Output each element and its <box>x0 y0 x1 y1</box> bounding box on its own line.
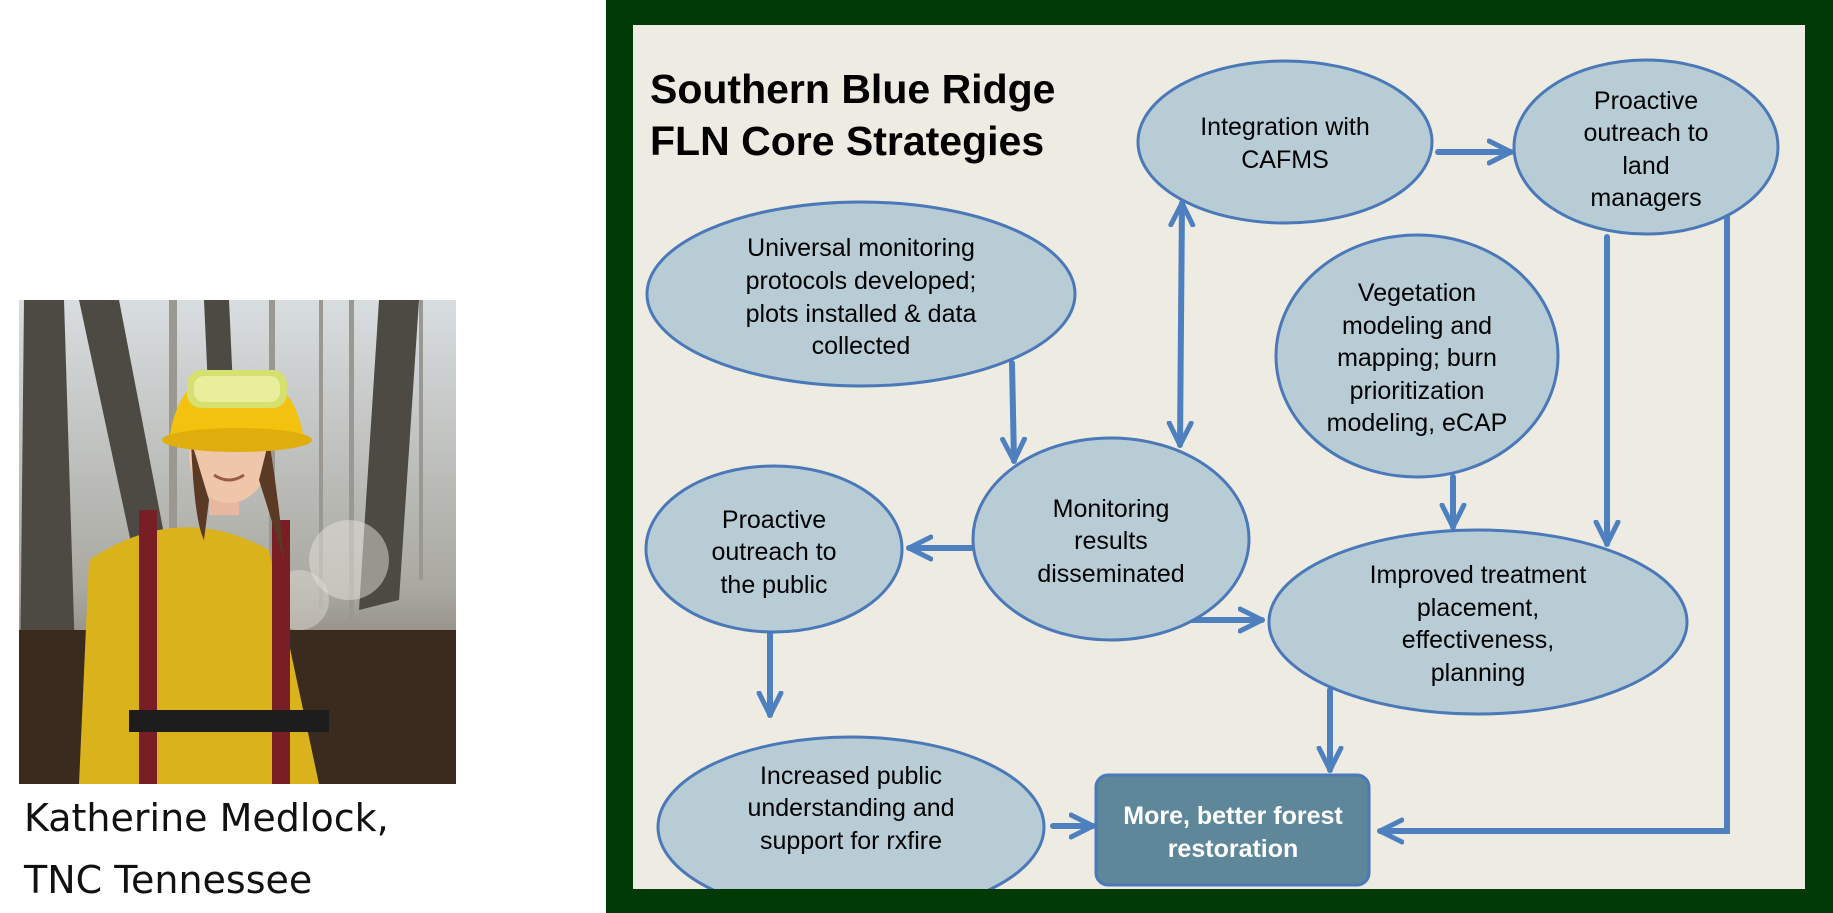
node-public-outreach-line-3: the public <box>720 571 827 599</box>
node-treatment-line-1: Improved treatment <box>1370 561 1587 589</box>
diagram-title-line2: FLN Core Strategies <box>650 118 1044 164</box>
node-understanding-line-1: Increased public <box>760 762 942 790</box>
core-strategies-diagram: Southern Blue Ridge FLN Core Strategies … <box>633 25 1805 889</box>
node-cafms-integration: Integration with CAFMS <box>1136 59 1434 225</box>
node-public-understanding: Increased public understanding and suppo… <box>656 735 1046 889</box>
node-universal-line-1: Universal monitoring <box>747 234 975 262</box>
node-understanding-line-3: support for rxfire <box>760 827 942 855</box>
node-land-manager-outreach: Proactive outreach to land managers <box>1512 58 1780 236</box>
diagram-title-line1: Southern Blue Ridge <box>650 66 1055 112</box>
node-monitoring-line-1: Monitoring <box>1053 495 1170 523</box>
node-cafms-line-1: Integration with <box>1200 113 1370 141</box>
arrow-monitoring-cafms-bidirectional <box>1180 200 1182 448</box>
node-monitoring-line-3: disseminated <box>1037 560 1184 588</box>
node-restoration-line-1: More, better forest <box>1123 802 1343 830</box>
svg-text:FLN Core Strategies: FLN Core Strategies <box>650 118 1044 164</box>
node-universal-line-4: collected <box>812 332 911 360</box>
portrait-photo <box>19 300 456 784</box>
node-public-outreach-line-2: outreach to <box>711 538 836 566</box>
node-universal-line-3: plots installed & data <box>746 300 977 328</box>
node-treatment-line-3: effectiveness, <box>1402 626 1554 654</box>
node-universal-line-2: protocols developed; <box>746 267 977 295</box>
node-monitoring-line-2: results <box>1074 527 1148 555</box>
arrow-universal-to-monitoring <box>1012 360 1014 464</box>
svg-text:Southern Blue Ridge: Southern Blue Ridge <box>650 66 1055 112</box>
node-treatment-line-4: planning <box>1431 659 1526 687</box>
person-name: Katherine Medlock, <box>24 796 389 840</box>
node-universal-monitoring: Universal monitoring protocols developed… <box>645 200 1077 388</box>
node-land-outreach-line-3: land <box>1622 152 1669 180</box>
node-vegetation-line-3: mapping; burn <box>1337 344 1497 372</box>
node-forest-restoration: More, better forest restoration <box>1094 773 1371 887</box>
arrow-land-outreach-to-restoration <box>1377 212 1730 831</box>
node-vegetation-line-2: modeling and <box>1342 312 1492 340</box>
node-public-outreach-line-1: Proactive <box>722 506 826 534</box>
node-vegetation-modeling: Vegetation modeling and mapping; burn pr… <box>1274 233 1560 479</box>
node-land-outreach-line-2: outreach to <box>1583 119 1708 147</box>
node-vegetation-line-4: prioritization <box>1350 377 1485 405</box>
node-land-outreach-line-4: managers <box>1590 184 1701 212</box>
node-understanding-line-2: understanding and <box>747 794 954 822</box>
node-vegetation-line-1: Vegetation <box>1358 279 1476 307</box>
node-vegetation-line-5: modeling, eCAP <box>1327 409 1508 437</box>
person-organization: TNC Tennessee <box>24 858 313 902</box>
node-improved-treatment: Improved treatment placement, effectiven… <box>1267 528 1689 716</box>
node-cafms-line-2: CAFMS <box>1241 146 1329 174</box>
node-public-outreach: Proactive outreach to the public <box>644 464 904 634</box>
node-monitoring-disseminated: Monitoring results disseminated <box>971 436 1251 642</box>
node-restoration-line-2: restoration <box>1168 835 1299 863</box>
node-land-outreach-line-1: Proactive <box>1594 87 1698 115</box>
node-treatment-line-2: placement, <box>1417 594 1539 622</box>
